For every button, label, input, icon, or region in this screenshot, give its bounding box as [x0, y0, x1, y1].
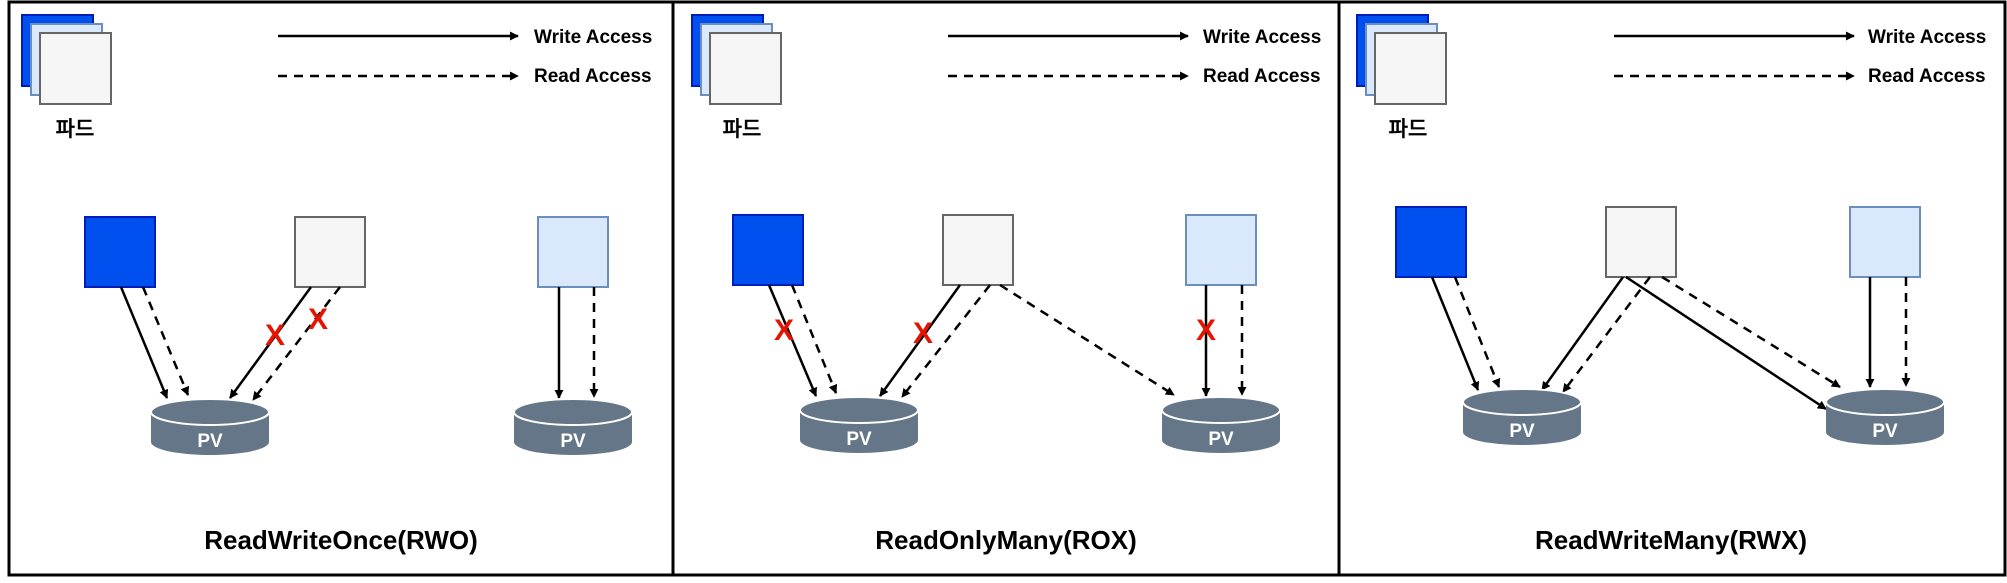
pv-label: PV [1208, 429, 1234, 450]
read-arrow-blocked [252, 286, 341, 401]
pv-label: PV [1872, 421, 1898, 442]
pod-blue [1395, 206, 1467, 278]
pod-legend-label: 파드 [1389, 118, 1428, 141]
panel-title-rox: ReadOnlyMany(ROX) [875, 525, 1137, 555]
write-arrow [1625, 275, 1827, 411]
read-arrow [1562, 276, 1651, 393]
read-access-legend-label: Read Access [1868, 66, 1986, 87]
pod-legend-label: 파드 [723, 118, 762, 141]
read-arrow [1453, 276, 1501, 388]
pod-light-blue [1185, 214, 1257, 286]
pv-label: PV [846, 429, 872, 450]
pod-light-blue [537, 216, 609, 288]
pod-gray [942, 214, 1014, 286]
pv-cylinder: PV [150, 398, 270, 455]
write-arrow-blocked [228, 286, 313, 399]
panel-rox: 파드 Write Access Read Access X X X PV PV … [691, 14, 1321, 555]
write-arrow [119, 286, 169, 399]
pv-cylinder: PV [1825, 388, 1945, 445]
write-access-legend-label: Write Access [1203, 27, 1321, 48]
pod-gray [294, 216, 366, 288]
blocked-x-mark: X [774, 314, 794, 347]
pv-cylinder: PV [1462, 388, 1582, 445]
pod-stack-icon [691, 14, 782, 105]
blocked-x-mark: X [913, 317, 933, 350]
write-arrow-blocked [878, 284, 962, 397]
read-arrow [901, 284, 991, 398]
panel-title-rwx: ReadWriteMany(RWX) [1535, 525, 1807, 555]
pv-cylinder: PV [1161, 396, 1281, 453]
read-arrow [1661, 275, 1841, 389]
pv-cylinder: PV [513, 398, 633, 455]
pod-blue [84, 216, 156, 288]
read-access-legend-label: Read Access [1203, 66, 1321, 87]
panel-rwx: 파드 Write Access Read Access PV PV ReadWr… [1356, 14, 1986, 555]
write-access-legend-label: Write Access [534, 27, 652, 48]
read-access-legend-label: Read Access [534, 66, 652, 87]
write-arrow-blocked [767, 284, 818, 397]
write-access-legend-label: Write Access [1868, 27, 1986, 48]
panel-rwo: 파드 Write Access Read Access X X PV PV Re [21, 14, 652, 555]
read-arrow [141, 286, 190, 396]
pv-label: PV [197, 431, 223, 452]
pv-cylinder: PV [799, 396, 919, 453]
panel-frame-rwx [1337, 0, 2007, 577]
pod-gray [1605, 206, 1677, 278]
pv-label: PV [560, 431, 586, 452]
pod-stack-icon [21, 14, 112, 105]
read-arrow [999, 283, 1175, 397]
blocked-x-mark: X [1196, 314, 1216, 347]
write-arrow [1430, 276, 1480, 391]
pod-blue [732, 214, 804, 286]
blocked-x-mark: X [308, 303, 328, 336]
read-arrow [790, 284, 838, 394]
pod-light-blue [1849, 206, 1921, 278]
panel-title-rwo: ReadWriteOnce(RWO) [204, 525, 478, 555]
pod-stack-icon [1356, 14, 1447, 105]
blocked-x-mark: X [265, 319, 285, 352]
write-arrow [1540, 276, 1625, 391]
pv-label: PV [1509, 421, 1535, 442]
pod-legend-label: 파드 [56, 118, 95, 141]
